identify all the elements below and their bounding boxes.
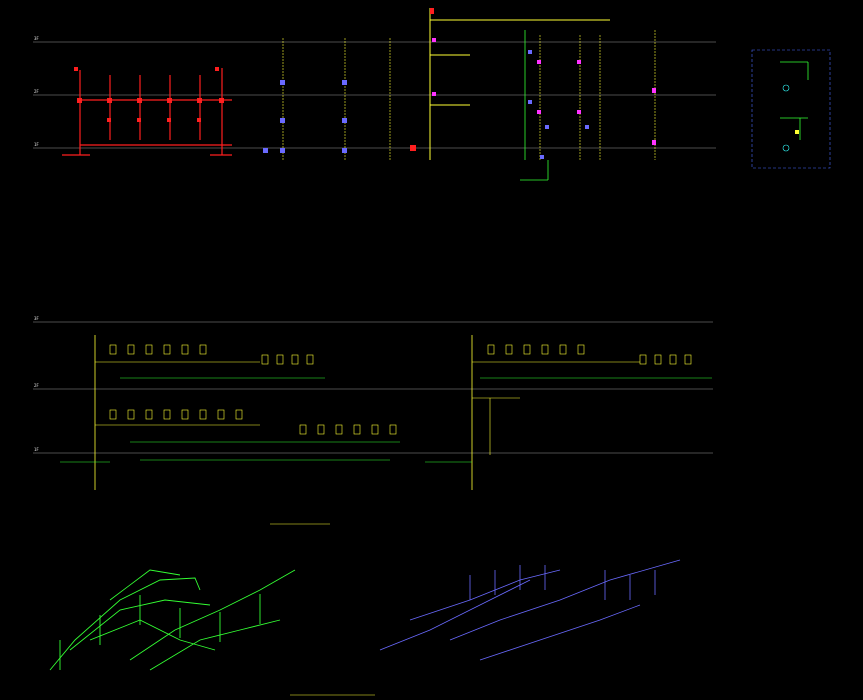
valve-icon: [197, 98, 202, 103]
fixture-icon: [537, 110, 541, 114]
level-label-b-mid: 2F: [34, 383, 39, 388]
blue-nodes: [263, 80, 347, 153]
fixture-icon: [342, 148, 347, 153]
fixture-icon: [342, 80, 347, 85]
valve-icon: [197, 118, 201, 122]
green-isometric: [49, 569, 296, 671]
blue-node-cluster: [528, 50, 589, 159]
legend-box: [751, 49, 831, 169]
red-valve-nodes: [74, 67, 224, 122]
fixture-icon: [280, 118, 285, 123]
fixture-row-top: [109, 344, 314, 365]
level-label-low: 1F: [34, 142, 39, 147]
bottom-section: [49, 559, 681, 696]
fixture-icon: [652, 140, 656, 145]
valve-icon: [77, 98, 82, 103]
fixture-icon: [263, 148, 268, 153]
valve-icon: [137, 118, 141, 122]
dashed-risers: [539, 30, 656, 160]
level-label-mid: 2F: [34, 89, 39, 94]
valve-icon: [137, 98, 142, 103]
red-node: [410, 145, 416, 151]
valve-icon: [167, 98, 172, 103]
valve-icon: [219, 98, 224, 103]
valve-icon: [107, 98, 112, 103]
fixture-icon: [545, 125, 549, 129]
fixture-icon: [280, 80, 285, 85]
fixture-icon: [577, 110, 581, 114]
fixture-icon: [528, 100, 532, 104]
red-riser-system: [62, 68, 232, 156]
fixture-icon: [342, 118, 347, 123]
fixture-icon: [280, 148, 285, 153]
valve-icon: [167, 118, 171, 122]
red-node: [430, 8, 434, 14]
level-label-top: 3F: [34, 36, 39, 41]
fixture-row-bottom: [109, 409, 397, 435]
fixture-icon: [652, 88, 656, 93]
fixture-icon: [432, 38, 436, 42]
valve-icon: [74, 67, 78, 71]
fixture-icon: [577, 60, 581, 64]
fixture-row-right: [487, 344, 692, 365]
fixture-icon: [540, 155, 544, 159]
level-label-b-top: 3F: [34, 316, 39, 321]
fixture-icon: [585, 125, 589, 129]
fixture-icon: [432, 92, 436, 96]
fixture-icon: [537, 60, 541, 64]
level-label-b-low: 1F: [34, 447, 39, 452]
magenta-nodes: [432, 38, 656, 145]
blue-risers: [282, 38, 391, 160]
section-marker-icon: [782, 84, 790, 92]
section-marker-icon: [782, 144, 790, 152]
blue-isometric: [379, 559, 681, 661]
fixture-icon: [528, 50, 532, 54]
top-section: 3F 2F 1F: [33, 8, 831, 181]
valve-icon: [107, 118, 111, 122]
valve-icon: [215, 67, 219, 71]
middle-section: 3F 2F 1F: [33, 316, 713, 525]
main-riser: [429, 8, 610, 160]
